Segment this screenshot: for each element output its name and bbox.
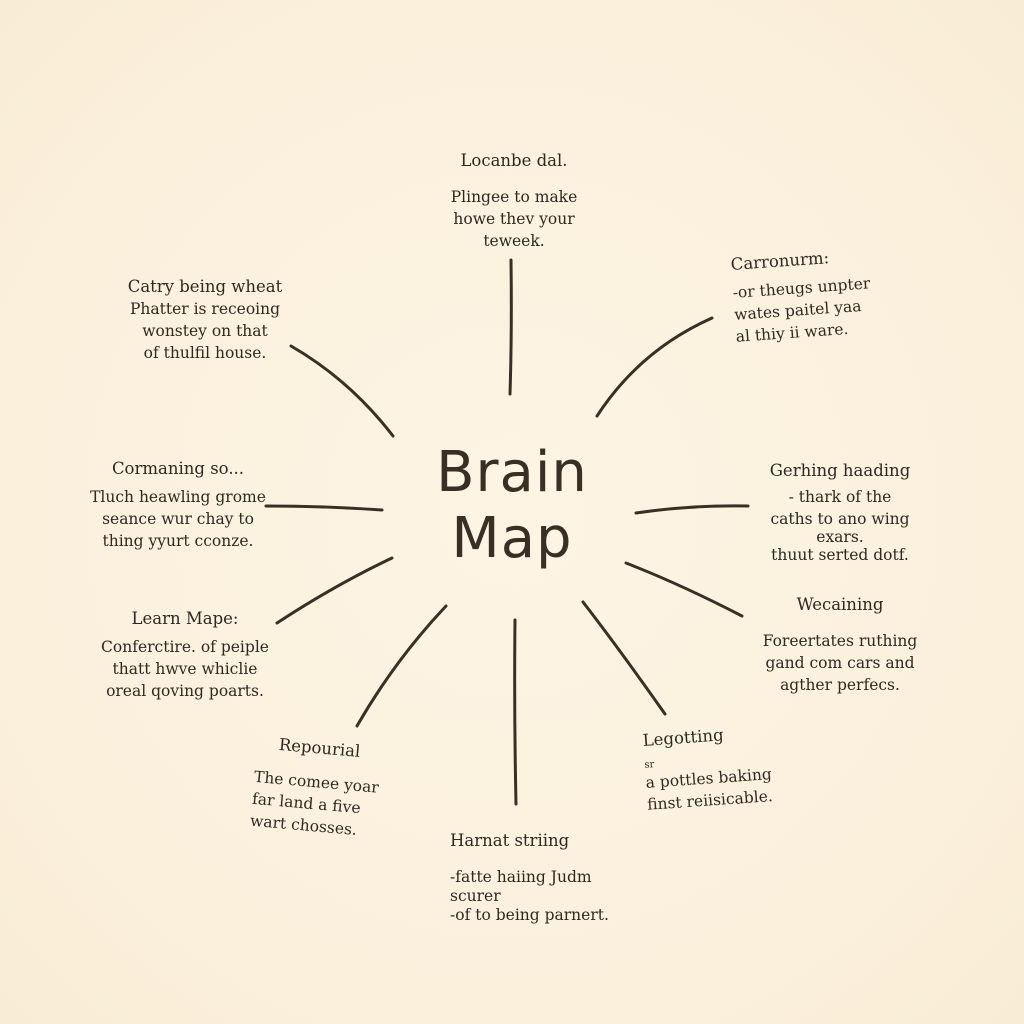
node-line: exars.: [816, 528, 864, 546]
node-line: teweek.: [483, 232, 545, 250]
node-top-right: Carronurm: -or theugs unpter wates paite…: [730, 241, 916, 347]
node-line: thuut serted dotf.: [771, 546, 909, 564]
node-heading: Wecaining: [796, 595, 884, 614]
node-line: seance wur chay to: [102, 510, 254, 528]
node-line: -fatte haiing Judm: [450, 868, 592, 886]
node-line: thatt hwve whiclie: [112, 660, 258, 678]
node-line: thing yyurt cconze.: [102, 532, 254, 550]
node-heading: Locanbe dal.: [460, 151, 568, 170]
spoke-left-middle: [264, 504, 384, 512]
node-line: Phatter is receoing: [129, 300, 281, 318]
node-right-lower: Wecaining Foreertates ruthing gand com c…: [755, 594, 925, 696]
node-line: gand com cars and: [765, 654, 915, 672]
node-line: -of to being parnert.: [450, 906, 609, 924]
spoke-bottom-right: [581, 600, 667, 716]
node-line: caths to ano wing: [770, 510, 910, 528]
title-line-2: Map: [451, 506, 573, 571]
node-left-middle: Cormaning so... Tluch heawling grome sea…: [88, 458, 268, 552]
node-heading: Learn Mape:: [131, 609, 239, 628]
node-right-upper: Gerhing haading - thark of the caths to …: [760, 460, 920, 566]
node-left-lower: Learn Mape: Conferctire. of peiple thatt…: [100, 608, 270, 702]
spoke-top-right: [595, 316, 714, 418]
node-line: howe thev your: [453, 210, 575, 228]
spoke-bottom: [513, 618, 518, 806]
node-line: scurer: [450, 887, 501, 905]
node-line: wonstey on that: [142, 322, 268, 340]
spoke-top: [508, 258, 513, 396]
node-line: Foreertates ruthing: [762, 632, 918, 650]
node-bottom-left: Repourial The comee yoar far land a five…: [249, 732, 407, 845]
central-title: Brain Map: [362, 440, 662, 572]
spoke-top-left: [289, 344, 395, 438]
node-bottom-right: Legotting sr a pottles baking finst reii…: [642, 720, 798, 816]
node-line: Plingee to make: [450, 188, 578, 206]
spoke-bottom-left: [355, 604, 448, 728]
node-line: Tluch heawling grome: [90, 488, 266, 506]
spoke-right-lower: [624, 561, 744, 618]
node-heading: Cormaning so...: [111, 459, 245, 478]
node-bottom: Harnat striing -fatte haiing Judm scurer…: [450, 830, 620, 926]
spoke-right-upper: [634, 504, 750, 515]
node-line: oreal qoving poarts.: [106, 682, 264, 700]
node-heading: Catry being wheat: [127, 277, 283, 296]
node-line: Conferctire. of peiple: [101, 638, 269, 656]
spoke-left-lower: [275, 556, 394, 625]
node-heading: Gerhing haading: [769, 461, 911, 480]
title-line-1: Brain: [436, 440, 588, 505]
node-top-left: Catry being wheat Phatter is receoing wo…: [120, 276, 290, 364]
node-line: - thark of the: [788, 488, 892, 506]
node-line: agther perfecs.: [780, 676, 900, 694]
node-line: of thulfil house.: [143, 344, 267, 362]
node-heading: Harnat striing: [450, 831, 570, 850]
node-top: Locanbe dal. Plingee to make howe thev y…: [424, 150, 604, 252]
